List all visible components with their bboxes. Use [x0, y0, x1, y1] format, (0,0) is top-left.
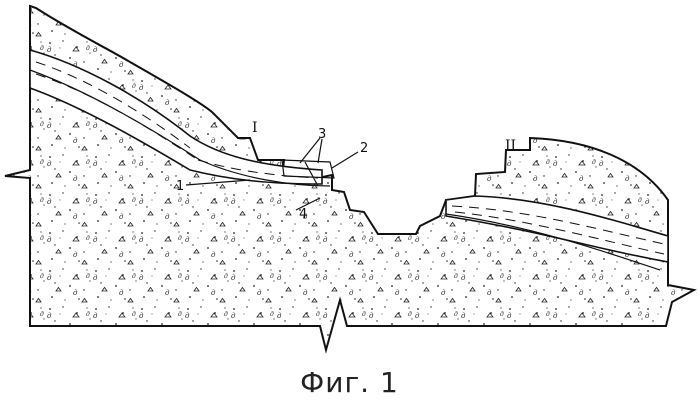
zone-label-i: I: [252, 120, 258, 136]
callout-4: 4: [299, 207, 307, 222]
callout-1: 1: [176, 179, 184, 194]
callout-3: 3: [318, 127, 326, 142]
rock-massif-outline: [5, 6, 694, 350]
zone-label-ii: II: [505, 138, 516, 154]
leader-2: [332, 152, 358, 168]
leader-3b: [318, 139, 322, 163]
figure-caption: Фиг. 1: [0, 366, 699, 399]
leader-3a: [300, 138, 320, 163]
callout-2: 2: [360, 141, 368, 156]
